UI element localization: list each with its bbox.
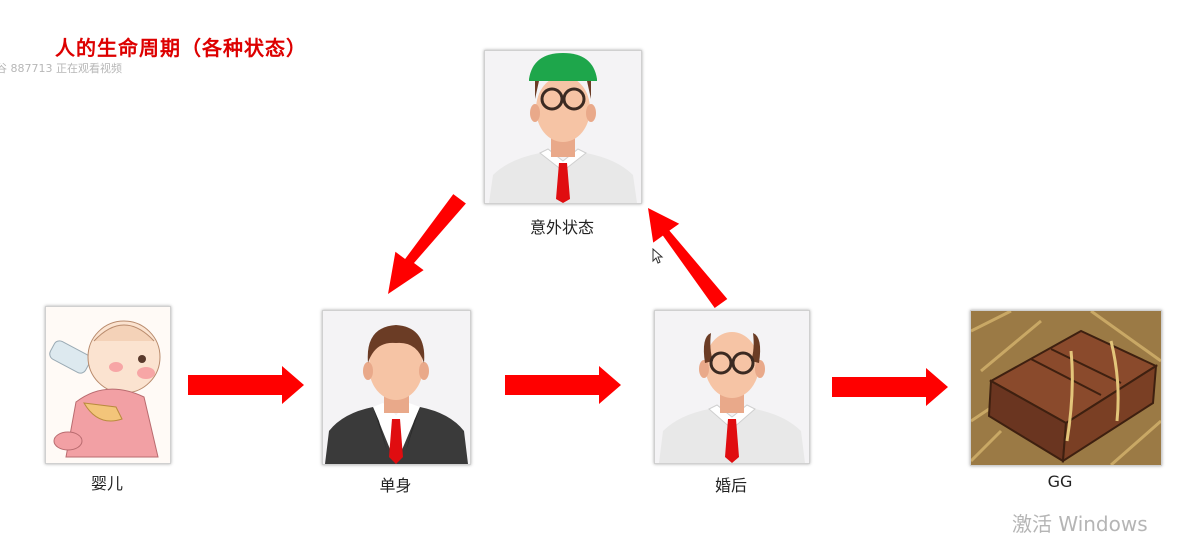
single-man-image <box>322 310 471 465</box>
arrow-married-to-gg <box>832 368 948 406</box>
infant-image <box>45 306 171 464</box>
gg-coffin-image <box>970 310 1162 466</box>
accident-label: 意外状态 <box>529 218 594 237</box>
arrow-infant-to-single <box>188 366 304 404</box>
arrow-accident-to-single <box>388 194 466 294</box>
page-title: 人的生命周期（各种状态） <box>55 36 307 60</box>
arrow-married-to-accident <box>648 208 728 308</box>
married-man-image <box>654 310 810 464</box>
accident-man-image <box>484 50 642 204</box>
arrow-single-to-married <box>505 366 621 404</box>
viewer-count-notice: 谷 887713 正在观看视频 <box>0 62 122 75</box>
single-label: 单身 <box>379 476 412 495</box>
windows-activation-watermark: 激活 Windows <box>1012 512 1148 536</box>
gg-label: GG <box>1047 472 1073 491</box>
married-label: 婚后 <box>714 476 747 495</box>
infant-label: 婴儿 <box>90 474 123 493</box>
mouse-cursor-icon <box>652 248 664 264</box>
